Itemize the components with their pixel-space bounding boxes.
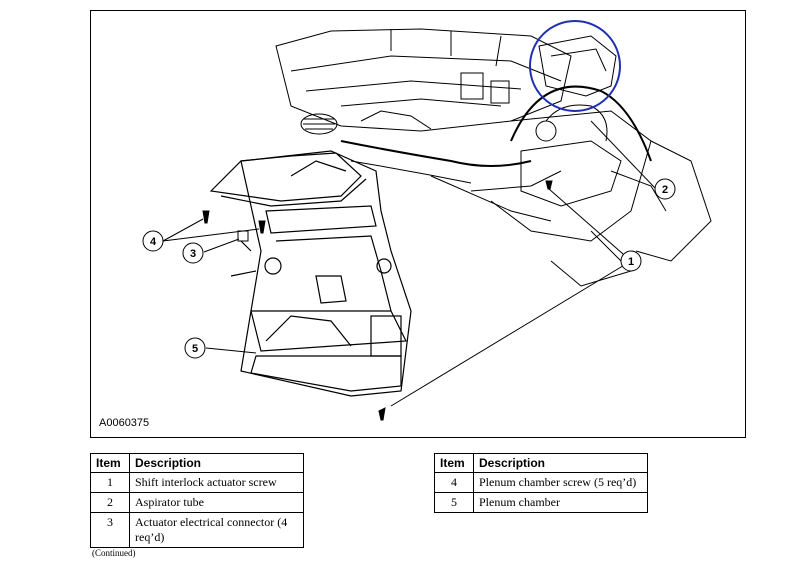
legend-item-number: 1	[90, 472, 130, 493]
plenum-chamber-screw	[378, 407, 386, 421]
legend-item-number: 4	[434, 472, 474, 493]
legend-item-description: Plenum chamber screw (5 req’d)	[473, 472, 648, 493]
plenum-chamber-diagram: 1 2 3 4 5	[142, 20, 712, 421]
legend-item-description: Aspirator tube	[129, 492, 304, 513]
figure-frame: 1 2 3 4 5 A0060375	[90, 10, 746, 438]
screws	[202, 180, 553, 421]
engine-compartment-drawing	[275, 28, 712, 287]
shift-interlock-actuator-screw	[545, 180, 553, 190]
legend-table-left: Item Description 1 Shift interlock actua…	[90, 453, 304, 548]
callout-2: 2	[654, 178, 676, 200]
continued-note: (Continued)	[92, 548, 136, 558]
legend-row: 3 Actuator electrical connector (4 req’d…	[90, 512, 304, 548]
legend-item-description: Plenum chamber	[473, 492, 648, 513]
legend-header-description: Description	[129, 453, 304, 473]
svg-text:2: 2	[662, 184, 668, 196]
legend-row: 2 Aspirator tube	[90, 492, 304, 513]
legend-item-description: Actuator electrical connector (4 req’d)	[129, 512, 304, 548]
figure-id: A0060375	[99, 417, 150, 429]
svg-text:3: 3	[190, 248, 196, 260]
plenum-chamber-screw	[258, 220, 266, 234]
legend-item-number: 3	[90, 512, 130, 548]
callout-1: 1	[620, 250, 642, 272]
legend-item-number: 5	[434, 492, 474, 513]
legend-table-right: Item Description 4 Plenum chamber screw …	[434, 453, 648, 513]
plenum-chamber-screw	[202, 210, 210, 224]
callout-5: 5	[184, 337, 206, 359]
legend-item-number: 2	[90, 492, 130, 513]
highlight-circle	[529, 20, 621, 112]
legend-header-item: Item	[434, 453, 474, 473]
legend-header-item: Item	[90, 453, 130, 473]
legend-row: 5 Plenum chamber	[434, 492, 648, 513]
callout-4: 4	[142, 230, 164, 252]
actuator-electrical-connector	[237, 230, 249, 242]
plenum-chamber-drawing	[209, 150, 412, 397]
legend-item-description: Shift interlock actuator screw	[129, 472, 304, 493]
legend-row: 1 Shift interlock actuator screw	[90, 472, 304, 493]
svg-text:1: 1	[628, 256, 634, 268]
svg-text:5: 5	[192, 343, 198, 355]
legend-header-description: Description	[473, 453, 648, 473]
leader-lines	[162, 120, 656, 407]
svg-text:4: 4	[150, 236, 157, 248]
callout-3: 3	[182, 242, 204, 264]
legend-row: 4 Plenum chamber screw (5 req’d)	[434, 472, 648, 493]
